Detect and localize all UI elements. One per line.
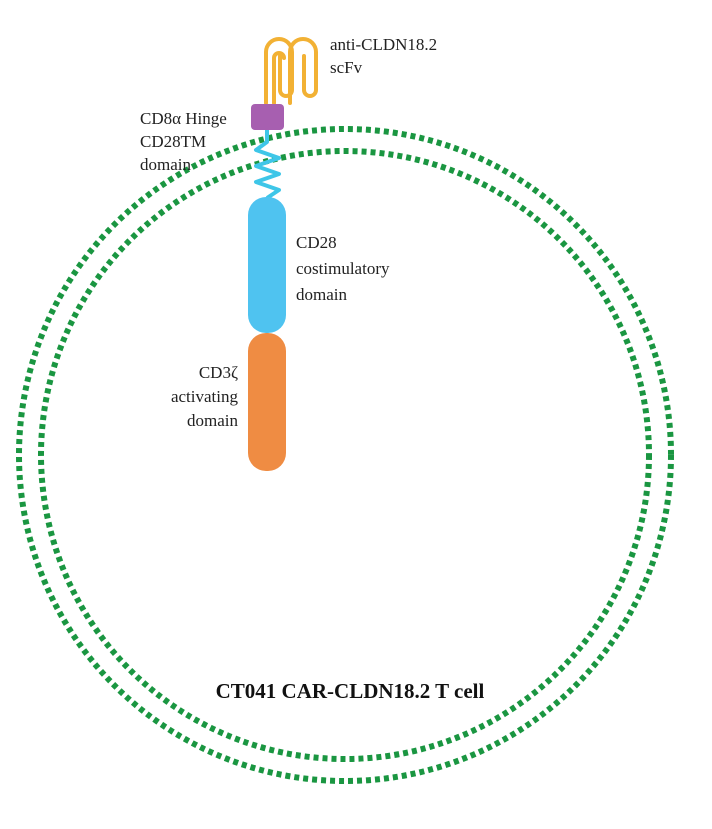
- cd3z-label: CD3ζ activating domain: [171, 363, 239, 430]
- scfv-domain: [264, 37, 318, 105]
- cd28-domain: [248, 197, 286, 333]
- cell-membrane: [16, 126, 674, 784]
- scfv-label: anti-CLDN18.2 scFv: [330, 35, 437, 77]
- scfv-label-line2: scFv: [330, 58, 363, 77]
- cd3z-label-line1: CD3ζ: [199, 363, 238, 382]
- hinge-label-line1: CD8α Hinge: [140, 109, 227, 128]
- cd28-label-line2: costimulatory: [296, 259, 390, 278]
- scfv-label-line1: anti-CLDN18.2: [330, 35, 437, 54]
- cd3z-label-line3: domain: [187, 411, 238, 430]
- hinge-label-line2: CD28TM: [140, 132, 206, 151]
- cd28-label-line3: domain: [296, 285, 347, 304]
- cd3z-domain: [248, 333, 286, 471]
- hinge-label: CD8α Hinge CD28TM domain: [140, 109, 227, 174]
- cell-label: CT041 CAR-CLDN18.2 T cell: [216, 679, 485, 703]
- hinge-label-line3: domain: [140, 155, 191, 174]
- hinge-domain: [251, 104, 284, 130]
- outer-membrane-ring: [16, 126, 674, 784]
- cd3z-label-line2: activating: [171, 387, 239, 406]
- scfv-loop-right: [272, 37, 318, 105]
- cd28-label-line1: CD28: [296, 233, 337, 252]
- cd28-label: CD28 costimulatory domain: [296, 233, 390, 304]
- transmembrane-domain: [254, 130, 281, 200]
- inner-membrane-ring: [38, 148, 652, 762]
